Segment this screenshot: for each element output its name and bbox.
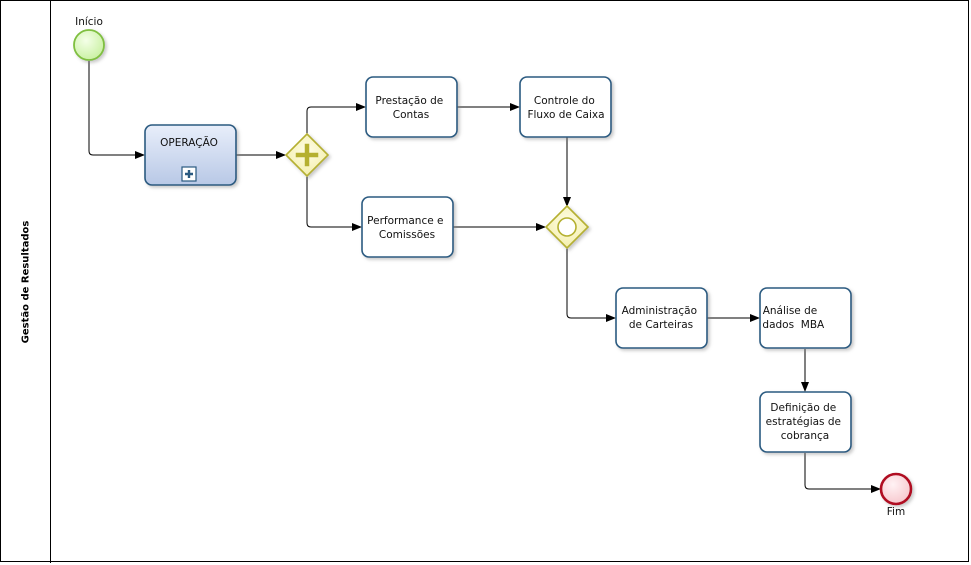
plus-gateway-icon <box>295 143 319 167</box>
flow-gateway-to-performance[interactable] <box>306 176 362 231</box>
subprocess-operacao[interactable]: OPERAÇÃO <box>144 124 237 186</box>
task-performance-label: Performance e Comissões <box>367 215 447 241</box>
task-performance-comissoes[interactable]: Performance e Comissões <box>361 196 454 258</box>
start-event-label: Início <box>75 16 103 28</box>
task-definicao-label: Definição de estratégias de cobrança <box>766 402 845 442</box>
flow-start-to-operacao[interactable] <box>88 61 145 159</box>
task-administracao-carteiras[interactable]: Administração de Carteiras <box>615 287 708 349</box>
task-controle-label: Controle do Fluxo de Caixa <box>527 95 604 121</box>
task-analise-dados-mba[interactable]: Análise de dados MBA <box>0 0 852 349</box>
end-event-label: Fim <box>887 506 905 518</box>
task-analise-label: Análise de dados MBA <box>762 305 825 331</box>
start-event[interactable]: Início <box>73 16 105 61</box>
task-definicao-estrategias[interactable]: Definição de estratégias de cobrança <box>759 391 852 453</box>
flow-merge-to-administracao[interactable] <box>566 248 616 322</box>
task-controle-fluxo-caixa[interactable]: Controle do Fluxo de Caixa <box>519 76 612 138</box>
task-prestacao-de-contas[interactable]: Prestação de Contas <box>365 76 458 138</box>
parallel-gateway[interactable] <box>284 132 330 178</box>
flow-definicao-to-end[interactable] <box>804 453 881 493</box>
subprocess-operacao-label: OPERAÇÃO <box>160 136 218 149</box>
flow-gateway-to-prestacao[interactable] <box>306 103 366 134</box>
sequence-flows <box>88 61 881 493</box>
circle-gateway-icon <box>557 217 577 237</box>
end-event[interactable]: Fim <box>879 472 913 518</box>
task-prestacao-label: Prestação de Contas <box>375 95 446 121</box>
merge-gateway[interactable] <box>544 204 590 250</box>
plus-marker-icon[interactable] <box>181 166 197 182</box>
task-administracao-label: Administração de Carteiras <box>622 305 701 331</box>
lane-header: Gestão de Resultados <box>1 1 51 563</box>
